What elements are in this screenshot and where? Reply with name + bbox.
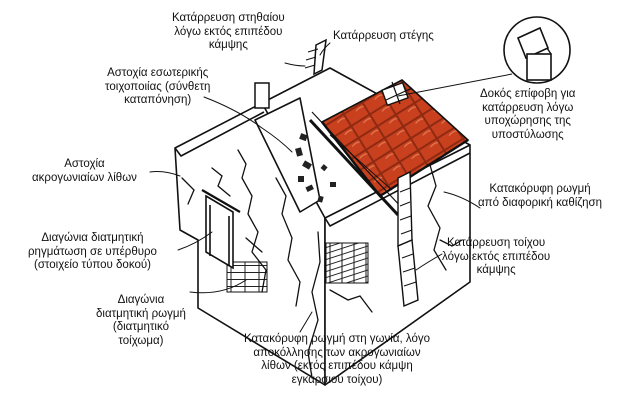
label-pier-shear-crack: Διαγώνια διατμητική ρωγμή (διατμητικό το… (96, 294, 186, 347)
label-cornerstone-failure: Αστοχία ακρογωνιαίων λίθων (32, 158, 137, 184)
falling-debris (295, 133, 336, 203)
leader-lines (149, 42, 481, 333)
crack-lines (181, 149, 463, 379)
label-lintel-shear-crack: Διαγώνια διατμητική ρηγμάτωση σε υπέρθυρ… (28, 232, 157, 271)
label-parapet-collapse: Κατάρρευση στηθαίου λόγω εκτός επιπέδου … (172, 12, 285, 51)
masonry-patch-side (325, 242, 369, 284)
label-corner-vertical-crack: Κατακόρυφη ρωγμή στη γωνία, λόγο αποκόλλ… (244, 333, 430, 386)
label-wall-collapse: Κατάρρευση τοίχου λόγω εκτός επιπέδου κά… (442, 237, 551, 276)
roof-remnant (308, 79, 470, 217)
doorway (201, 189, 241, 270)
label-internal-wall-failure: Αστοχία εσωτερικής τοιχοποιίας (σύνθετη … (105, 67, 211, 106)
house-body (174, 67, 471, 386)
label-roof-collapse: Κατάρρευση στέγης (333, 30, 434, 42)
label-settlement-crack: Κατακόρυφη ρωγμή από διαφορική καθίζηση (478, 183, 603, 209)
beam-detail-inset (397, 16, 571, 97)
label-beam-unseating: Δοκός επίφοβη για κατάρρευση λόγω υποχώρ… (480, 88, 576, 141)
side-wall-column (397, 170, 419, 308)
parapet-chimney (254, 38, 327, 109)
